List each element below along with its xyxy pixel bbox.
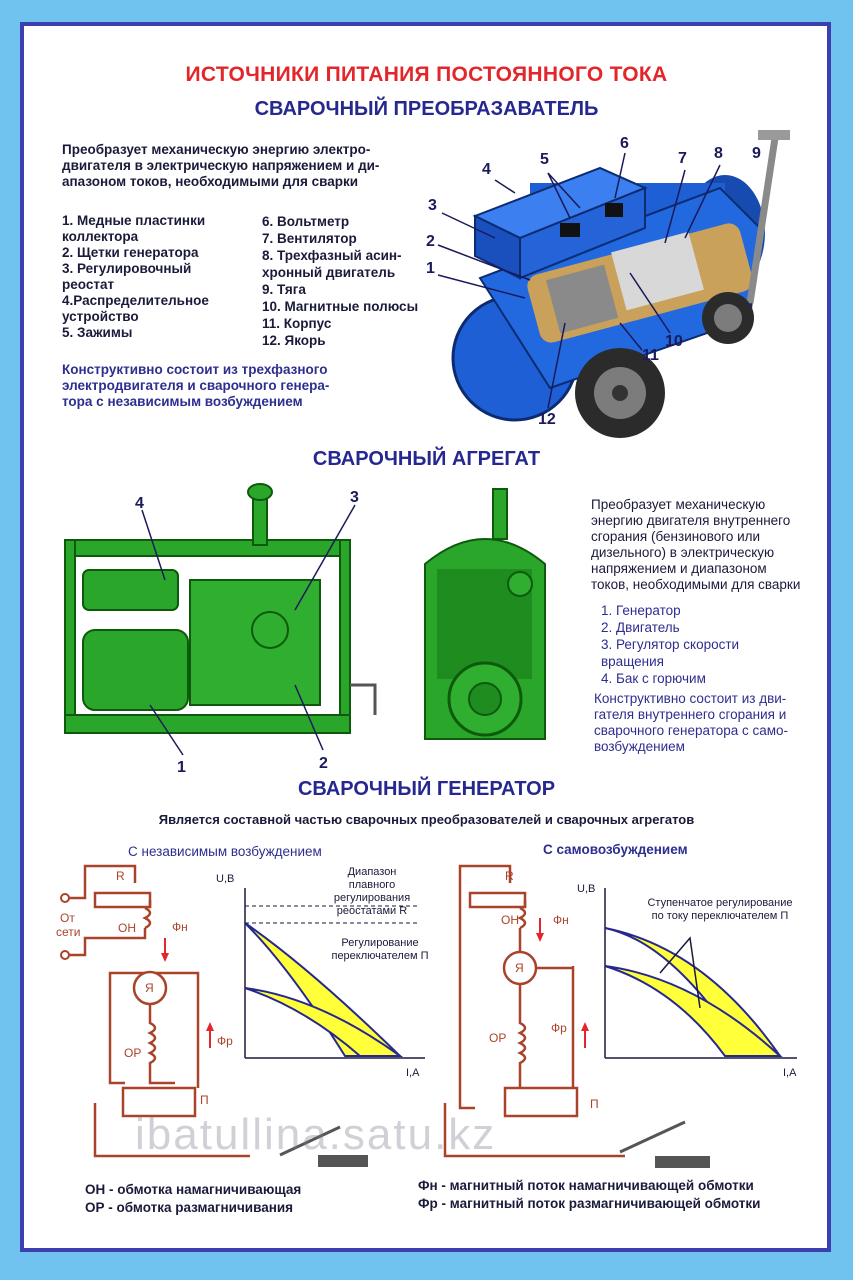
chart-self-xlabel: I,A — [783, 1067, 797, 1078]
label-source: От — [60, 911, 75, 925]
label-p: П — [200, 1093, 209, 1107]
label-ya: Я — [145, 981, 154, 995]
watermark: ibatullina.satu.kz — [135, 1110, 497, 1159]
callout-2: 2 — [426, 233, 435, 250]
label-oh-2: ОН — [501, 913, 519, 927]
list-item: 4. Бак с горючим — [601, 671, 706, 686]
circuit-independent: R ОН Фн Я ОР Фр П От сети — [56, 864, 250, 1158]
callout-10: 10 — [665, 333, 683, 350]
chart-xlabel: I,A — [406, 1067, 420, 1078]
label-source-2: сети — [56, 925, 80, 939]
caption-self: С самовозбуждением — [543, 842, 688, 857]
callout-8: 8 — [714, 145, 723, 162]
list-item: 3. Регулятор скорости вращения — [601, 637, 740, 669]
legend-fn: Фн - магнитный поток намагничивающей обм… — [418, 1178, 754, 1193]
converter-parts-right: 6. Вольтметр 7. Вентилятор 8. Трехфазный… — [262, 213, 442, 349]
label-r: R — [116, 869, 125, 883]
list-item: 7. Вентилятор — [262, 231, 357, 246]
callout-7: 7 — [678, 150, 687, 167]
callout-1: 1 — [426, 260, 435, 277]
label-p-2: П — [590, 1097, 599, 1111]
list-item: 8. Трехфазный асин- хронный двигатель — [262, 248, 402, 280]
label-r-2: R — [505, 869, 514, 883]
list-item: 11. Корпус — [262, 316, 332, 331]
chart-note-range: Диапазон плавного регулирования реостата… — [333, 866, 411, 917]
label-ya-2: Я — [515, 961, 524, 975]
chart-self-ylabel: U,B — [577, 883, 595, 895]
legend-oh: ОН - обмотка намагничивающая — [85, 1182, 302, 1197]
caption-independent: С независимым возбуждением — [128, 844, 322, 859]
circuit-self: R ОН Фн Я ОР Фр П — [443, 864, 625, 1158]
legend-fr: Фр - магнитный поток размагничивающей об… — [418, 1196, 761, 1211]
chart-independent: U,B I,A — [216, 873, 425, 1078]
label-op-2: ОР — [489, 1031, 506, 1045]
aggregate-side-illustration: 4 3 1 2 — [64, 483, 377, 776]
list-item: 12. Якорь — [262, 333, 326, 348]
callout-4: 4 — [482, 161, 491, 178]
callout-12: 12 — [538, 411, 556, 428]
aggregate-callout-2: 2 — [319, 755, 328, 772]
list-item: 2. Щетки генератора — [62, 245, 199, 260]
list-item: 3. Регулировочный реостат — [62, 261, 192, 292]
list-item: 6. Вольтметр — [262, 214, 350, 229]
callout-5: 5 — [540, 151, 549, 168]
aggregate-callout-4: 4 — [135, 495, 144, 512]
list-item: 1. Медные пластинки коллектора — [62, 213, 206, 244]
converter-construction: Конструктивно состоит из трехфазного эле… — [62, 362, 330, 409]
aggregate-front-illustration — [424, 488, 546, 740]
list-item: 4.Распределительное устройство — [62, 293, 209, 324]
aggregate-construction: Конструктивно состоит из дви- гателя вну… — [594, 691, 789, 754]
callout-9: 9 — [752, 145, 761, 162]
label-oh: ОН — [118, 921, 136, 935]
legend-op: ОР - обмотка размагничивания — [85, 1200, 294, 1215]
aggregate-callout-1: 1 — [177, 759, 186, 776]
converter-parts-left: 1. Медные пластинки коллектора 2. Щетки … — [62, 213, 252, 341]
aggregate-description: Преобразует механическую энергию двигате… — [591, 497, 801, 592]
electrode-right — [619, 1120, 710, 1168]
list-item: 2. Двигатель — [601, 620, 680, 635]
label-fn: Фн — [172, 920, 188, 934]
list-item: 10. Магнитные полюсы — [262, 299, 419, 314]
generator-intro: Является составной частью сварочных прео… — [158, 812, 695, 827]
section-title-converter: СВАРОЧНЫЙ ПРЕОБРАЗАВАТЕЛЬ — [254, 98, 599, 120]
converter-illustration: 4 5 6 7 8 9 3 2 1 10 11 12 — [426, 130, 790, 438]
list-item: 1. Генератор — [601, 603, 681, 618]
electrode-left — [279, 1125, 368, 1167]
page-title: ИСТОЧНИКИ ПИТАНИЯ ПОСТОЯННОГО ТОКА — [185, 63, 668, 86]
chart-ylabel: U,B — [216, 873, 234, 885]
label-fr-2: Фр — [551, 1021, 567, 1035]
aggregate-callout-3: 3 — [350, 489, 359, 506]
callout-6: 6 — [620, 135, 629, 152]
section-title-aggregate: СВАРОЧНЫЙ АГРЕГАТ — [312, 448, 541, 470]
label-fn-2: Фн — [553, 913, 569, 927]
callout-3: 3 — [428, 197, 437, 214]
aggregate-parts: 1. Генератор 2. Двигатель 3. Регулятор с… — [601, 602, 801, 687]
chart-self: U,B I,A — [577, 883, 797, 1078]
chart-note-switch: Регулирование переключателем П — [331, 937, 429, 962]
label-op: ОР — [124, 1046, 141, 1060]
converter-description: Преобразует механическую энергию электро… — [62, 142, 380, 189]
callout-11: 11 — [642, 347, 659, 364]
label-fr: Фр — [217, 1034, 233, 1048]
section-title-generator: СВАРОЧНЫЙ ГЕНЕРАТОР — [297, 778, 556, 800]
list-item: 9. Тяга — [262, 282, 306, 297]
list-item: 5. Зажимы — [62, 325, 133, 340]
chart-self-note: Ступенчатое регулирование по току перекл… — [647, 897, 793, 922]
